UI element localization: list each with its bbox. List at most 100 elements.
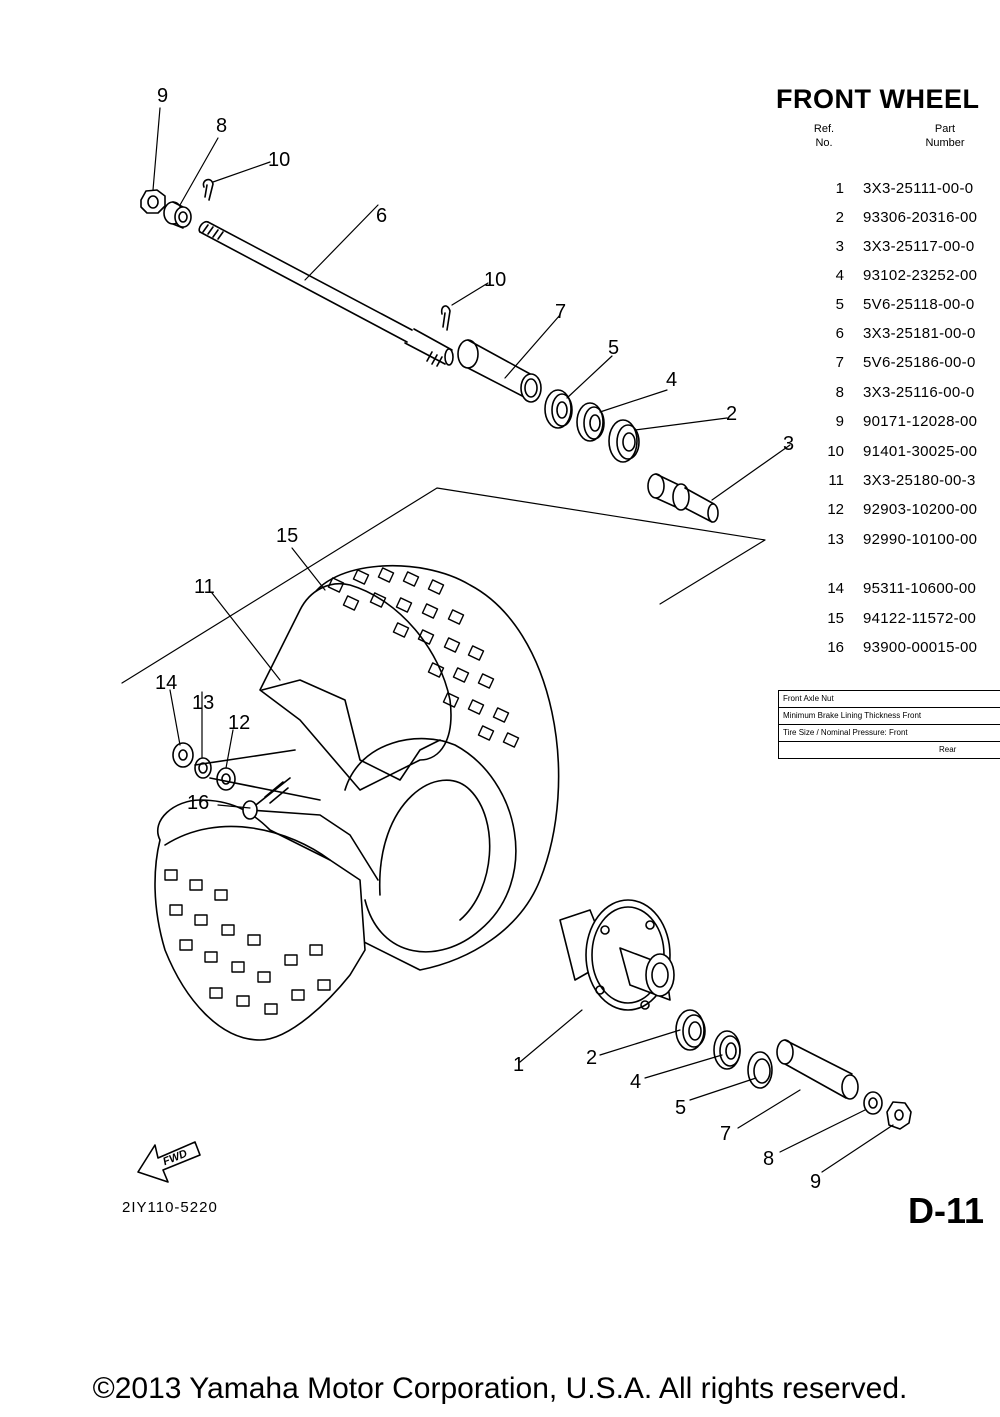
- ref-no: 15: [827, 610, 844, 627]
- callout-1: 1: [513, 1054, 525, 1076]
- part-number: 3X3-25116-00-0: [863, 384, 975, 401]
- axle-assembly-upper: [140, 178, 719, 523]
- callout-16: 16: [187, 792, 210, 814]
- tread-blocks-lower: [164, 869, 331, 1015]
- callout-9-top: 9: [157, 85, 169, 107]
- parts-row: 14 95311-10600-00: [810, 580, 976, 600]
- axle-nut-bottom-icon: [886, 1101, 912, 1130]
- parts-row: 8 3X3-25116-00-0: [810, 384, 975, 404]
- spacer-collar-bottom-icon: [776, 1039, 859, 1100]
- part-number: 92990-10100-00: [863, 531, 978, 548]
- spacer-collar-top-icon: [457, 339, 542, 403]
- part-number: 93306-20316-00: [863, 209, 978, 226]
- assembly-outline: [121, 487, 766, 684]
- part-number: 3X3-25181-00-0: [863, 325, 976, 342]
- callout-7-bottom: 7: [720, 1123, 732, 1145]
- callout-8-bottom: 8: [763, 1148, 775, 1170]
- callout-6: 6: [376, 205, 388, 227]
- header-part-line2: Number: [925, 137, 965, 149]
- ref-no: 14: [827, 580, 844, 597]
- part-number: 91401-30025-00: [863, 443, 978, 460]
- callout-10-mid: 10: [484, 269, 507, 291]
- valve-stem-icon: [242, 777, 291, 820]
- page-title: FRONT WHEEL: [776, 84, 980, 114]
- spec-axle-nut: Front Axle Nut: [779, 691, 1000, 708]
- callout-14: 14: [155, 672, 178, 694]
- spacer-flange-icon: [647, 473, 719, 523]
- figure-code: 2IY110-5220: [122, 1199, 218, 1216]
- parts-row: 2 93306-20316-00: [810, 209, 977, 229]
- forward-direction-arrow-icon: FWD: [137, 1141, 201, 1183]
- header-ref: Ref. No.: [806, 122, 842, 150]
- axle-nut-top-icon: [140, 189, 166, 214]
- callout-2-bottom: 2: [586, 1047, 598, 1069]
- bearing-bottom-2-icon: [713, 1030, 741, 1070]
- wheel-hub-assembly: [559, 899, 912, 1130]
- callout-4-top: 4: [666, 369, 678, 391]
- ref-no: 16: [827, 639, 844, 656]
- cotter-pin-top-icon: [202, 178, 214, 201]
- ref-no: 3: [835, 238, 844, 255]
- bearing-top-icon: [576, 402, 605, 442]
- spec-box: Front Axle Nut Minimum Brake Lining Thic…: [778, 690, 1000, 759]
- ref-no: 6: [835, 325, 844, 342]
- parts-row: 6 3X3-25181-00-0: [810, 325, 976, 345]
- washer-13-icon: [194, 757, 212, 779]
- ref-no: 1: [835, 180, 844, 197]
- bearing-bottom-icon: [675, 1009, 706, 1051]
- part-number: 92903-10200-00: [863, 501, 978, 518]
- ref-no: 10: [827, 443, 844, 460]
- part-number: 94122-11572-00: [863, 610, 977, 627]
- part-number: 95311-10600-00: [863, 580, 977, 597]
- callout-7-top: 7: [555, 301, 567, 323]
- ref-no: 7: [835, 354, 844, 371]
- copyright-notice: ©2013 Yamaha Motor Corporation, U.S.A. A…: [92, 1372, 908, 1405]
- parts-row: 5 5V6-25118-00-0: [810, 296, 975, 316]
- tread-blocks-upper: [327, 567, 520, 748]
- callout-3: 3: [783, 433, 795, 455]
- ref-no: 5: [835, 296, 844, 313]
- oil-seal-bottom-icon: [747, 1051, 773, 1089]
- part-number: 93102-23252-00: [863, 267, 978, 284]
- header-part: Part Number: [905, 122, 985, 150]
- ref-no: 2: [835, 209, 844, 226]
- wheel-hub-icon: [559, 899, 675, 1011]
- callout-5-top: 5: [608, 337, 620, 359]
- parts-row: 15 94122-11572-00: [810, 610, 976, 630]
- parts-row: 7 5V6-25186-00-0: [810, 354, 976, 374]
- callout-8-top: 8: [216, 115, 228, 137]
- callout-12: 12: [228, 712, 251, 734]
- part-number: 5V6-25186-00-0: [863, 354, 976, 371]
- ref-no: 9: [835, 413, 844, 430]
- spec-tire-front: Tire Size / Nominal Pressure: Front: [779, 725, 1000, 742]
- part-number: 5V6-25118-00-0: [863, 296, 975, 313]
- tire-and-wheel-assembly: [154, 564, 560, 1041]
- callout-15: 15: [276, 525, 299, 547]
- callout-10-top: 10: [268, 149, 291, 171]
- oil-seal-top-icon: [544, 389, 573, 429]
- part-number: 3X3-25117-00-0: [863, 238, 975, 255]
- ref-no: 8: [835, 384, 844, 401]
- parts-row: 3 3X3-25117-00-0: [810, 238, 975, 258]
- leader-lines: [152, 107, 894, 1173]
- bearing-top-2-icon: [608, 419, 640, 463]
- spec-brake-lining: Minimum Brake Lining Thickness Front: [779, 708, 1000, 725]
- washer-12-icon: [216, 767, 236, 791]
- parts-row: 13 92990-10100-00: [810, 531, 977, 551]
- header-ref-line1: Ref.: [813, 123, 835, 135]
- collar-top-icon: [163, 201, 192, 229]
- collar-bottom-icon: [863, 1091, 883, 1115]
- cotter-pin-mid-icon: [440, 305, 451, 331]
- axle-shaft-icon: [198, 220, 454, 367]
- nut-14-icon: [172, 742, 194, 768]
- header-ref-line2: No.: [815, 137, 833, 149]
- ref-no: 13: [827, 531, 844, 548]
